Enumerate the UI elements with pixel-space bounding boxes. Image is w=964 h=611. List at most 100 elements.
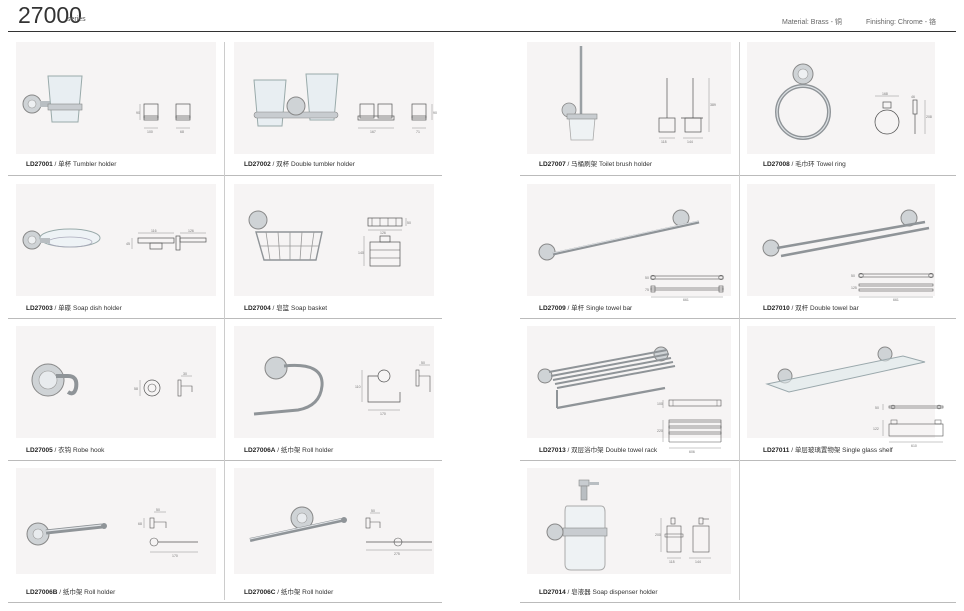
dimension-label: 144 <box>695 560 701 564</box>
product-caption: LD27014 / 皂液器 Soap dispenser holder <box>539 589 658 596</box>
product-caption: LD27003 / 单碟 Soap dish holder <box>26 305 122 312</box>
dimension-label: 208 <box>926 115 932 119</box>
product-code: LD27004 <box>244 305 271 312</box>
dimension-label: 118 <box>661 140 667 144</box>
toilet-brush-holder-icon <box>561 46 598 141</box>
product-name: 衣钩 Robe hook <box>58 447 105 454</box>
single-towel-bar-drawing: 661 50 75 <box>645 274 724 302</box>
roll-holder-b-icon <box>26 522 107 546</box>
row-divider <box>520 602 956 603</box>
toilet-brush-holder-drawing: 389 118 144 <box>658 78 716 144</box>
dimension-label: 220 <box>657 429 663 433</box>
product-code: LD27008 <box>763 161 790 168</box>
product-name: 皂液器 Soap dispenser holder <box>571 589 658 596</box>
product-cell: 167 71 90 LD27002 / 双杯 Double tumbler ho… <box>226 40 441 174</box>
product-cell: 50 170 110 LD27006A / 纸巾架 Roll holder <box>226 324 441 458</box>
dimension-label: 50 <box>421 361 425 365</box>
product-name: 双层浴巾架 Double towel rack <box>571 447 658 454</box>
towel-ring-drawing: 168 46 208 <box>874 92 932 135</box>
roll-holder-a-icon <box>253 356 324 416</box>
product-code: LD27006C <box>244 589 276 596</box>
dimension-label: 661 <box>893 298 899 302</box>
dimension-label: 122 <box>873 427 879 431</box>
product-caption: LD27008 / 毛巾环 Towel ring <box>763 161 846 168</box>
product-cell: 50 275 LD27006C / 纸巾架 Roll holder <box>226 466 441 600</box>
product-name: 单杯 Tumbler holder <box>58 161 117 168</box>
roll-holder-c-drawing: 50 275 <box>365 509 432 556</box>
column-divider <box>224 42 225 600</box>
dimension-label: 170 <box>172 554 178 558</box>
material-label: Material: Brass - 铜 <box>782 19 842 26</box>
product-name: 毛巾环 Towel ring <box>795 161 846 168</box>
dimension-label: 170 <box>380 412 386 416</box>
robe-hook-icon <box>31 363 79 397</box>
double-tumbler-holder-drawing: 167 71 90 <box>357 103 437 134</box>
row-divider <box>8 602 442 603</box>
product-cell: 90 100 68 LD27001 / 单杯 Tumbler holder <box>8 40 223 174</box>
product-caption: LD27007 / 马桶刷架 Toilet brush holder <box>539 161 653 168</box>
column-divider <box>739 42 740 600</box>
row-divider <box>8 318 442 319</box>
product-caption: LD27006B / 纸巾架 Roll holder <box>26 589 116 596</box>
product-cell: 389 118 144 LD27007 / 马桶刷架 Toilet brush … <box>521 40 738 174</box>
double-towel-rack-icon <box>537 346 676 410</box>
product-photo-area <box>747 184 935 296</box>
product-code: LD27001 <box>26 161 53 168</box>
dimension-label: 75 <box>645 288 649 292</box>
dimension-label: 50 <box>851 274 855 278</box>
product-code: LD27002 <box>244 161 271 168</box>
roll-holder-b-drawing: 50 170 68 <box>138 508 198 558</box>
product-name: 单层玻璃置物架 Single glass shelf <box>794 447 893 454</box>
dimension-label: 167 <box>370 130 376 134</box>
product-caption: LD27011 / 单层玻璃置物架 Single glass shelf <box>763 447 893 454</box>
product-caption: LD27010 / 双杆 Double towel bar <box>763 305 859 312</box>
glass-shelf-icon <box>765 346 926 393</box>
product-cell: 661 50 75 LD27009 / 单杆 Single towel bar <box>521 182 738 316</box>
product-caption: LD27013 / 双层浴巾架 Double towel rack <box>539 447 658 454</box>
dimension-label: 50 <box>645 276 649 280</box>
product-code: LD27013 <box>539 447 566 454</box>
product-code: LD27006A <box>244 447 276 454</box>
product-code: LD27011 <box>763 447 790 454</box>
towel-ring-icon <box>775 63 831 140</box>
dimension-label: 144 <box>687 140 693 144</box>
soap-dispenser-drawing: 200 118 144 <box>655 517 711 564</box>
dimension-label: 50 <box>407 221 411 225</box>
dimension-label: 90 <box>433 111 437 115</box>
product-name: 马桶刷架 Toilet brush holder <box>571 161 653 168</box>
series-label: series <box>67 16 86 23</box>
dimension-label: 68 <box>138 522 142 526</box>
dimension-label: 610 <box>911 444 917 448</box>
product-caption: LD27004 / 皂篮 Soap basket <box>244 305 328 312</box>
product-photo-area <box>527 468 731 574</box>
series-number: 27000 <box>18 2 82 28</box>
dimension-label: 110 <box>355 385 361 389</box>
product-caption: LD27006C / 纸巾架 Roll holder <box>244 589 334 596</box>
product-cell: 30 58 LD27005 / 衣钩 Robe hook <box>8 324 223 458</box>
dimension-label: 100 <box>657 402 663 406</box>
tumbler-holder-drawing: 90 100 68 <box>136 103 191 134</box>
product-code: LD27007 <box>539 161 566 168</box>
product-cell: 116 126 45 LD27003 / 单碟 Soap dish holder <box>8 182 223 316</box>
dimension-label: 50 <box>875 406 879 410</box>
single-towel-bar-icon <box>538 209 700 261</box>
product-photo-area <box>527 184 731 296</box>
soap-dish-drawing: 116 126 45 <box>126 229 207 251</box>
double-towel-rack-drawing: 606 100 220 <box>657 399 722 454</box>
product-name: 纸巾架 Roll holder <box>280 447 334 454</box>
page-header: 27000 series Material: Brass - 铜 Finishi… <box>0 0 964 34</box>
product-cell: 126 50 140 LD27004 / 皂篮 Soap basket <box>226 182 441 316</box>
soap-dish-icon <box>22 228 101 250</box>
dimension-label: 50 <box>156 508 160 512</box>
product-caption: LD27006A / 纸巾架 Roll holder <box>244 447 334 454</box>
roll-holder-c-icon <box>249 506 347 542</box>
product-cell: 168 46 208 LD27008 / 毛巾环 Towel ring <box>741 40 956 174</box>
dimension-label: 606 <box>689 450 695 454</box>
product-photo-area <box>527 42 731 154</box>
row-divider <box>8 460 442 461</box>
product-code: LD27003 <box>26 305 53 312</box>
dimension-label: 71 <box>416 130 420 134</box>
product-cell: 606 100 220 LD27013 / 双层浴巾架 Double towel… <box>521 324 738 458</box>
product-caption: LD27009 / 单杆 Single towel bar <box>539 305 633 312</box>
soap-dispenser-icon <box>546 479 608 571</box>
